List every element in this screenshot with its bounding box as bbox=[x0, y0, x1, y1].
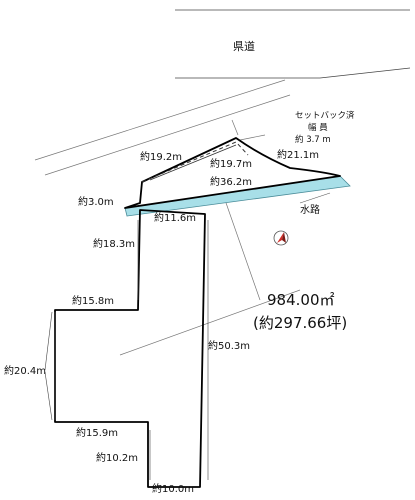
dim-21-1: 約21.1m bbox=[277, 148, 319, 161]
north-arrow-icon bbox=[273, 230, 289, 246]
dim-20-4: 約20.4m bbox=[4, 364, 46, 377]
reference-lines bbox=[34, 79, 301, 356]
setback-line1: セットバック済 bbox=[295, 110, 355, 121]
dimension-ticks bbox=[44, 220, 209, 480]
dim-36-2: 約36.2m bbox=[210, 175, 252, 188]
upper-inner-line bbox=[149, 144, 237, 181]
setback-dashed-line bbox=[141, 141, 249, 183]
dim-10-2: 約10.2m bbox=[96, 451, 138, 464]
dim-50-3: 約50.3m bbox=[208, 339, 250, 352]
main-lot-outline bbox=[54, 209, 206, 488]
setback-line3: 約 3.7 m bbox=[295, 134, 331, 145]
area-tsubo: (約297.66坪) bbox=[253, 314, 347, 332]
dim-3-0: 約3.0m bbox=[78, 195, 114, 208]
dim-11-6: 約11.6m bbox=[154, 211, 196, 224]
dim-15-9: 約15.9m bbox=[76, 426, 118, 439]
area-sqm: 984.00㎡ bbox=[267, 291, 335, 309]
road-lines bbox=[175, 9, 411, 79]
setback-line2: 幅 員 bbox=[308, 122, 328, 133]
dim-19-2: 約19.2m bbox=[140, 150, 182, 163]
dim-10-0: 約10.0m bbox=[152, 482, 194, 495]
road-label: 県道 bbox=[233, 39, 255, 53]
dim-15-8: 約15.8m bbox=[72, 294, 114, 307]
waterway-label: 水路 bbox=[300, 203, 320, 216]
upper-lot-outline bbox=[124, 137, 341, 209]
dim-19-7: 約19.7m bbox=[210, 157, 252, 170]
dim-18-3: 約18.3m bbox=[93, 237, 135, 250]
waterway-label-leader bbox=[299, 192, 331, 204]
